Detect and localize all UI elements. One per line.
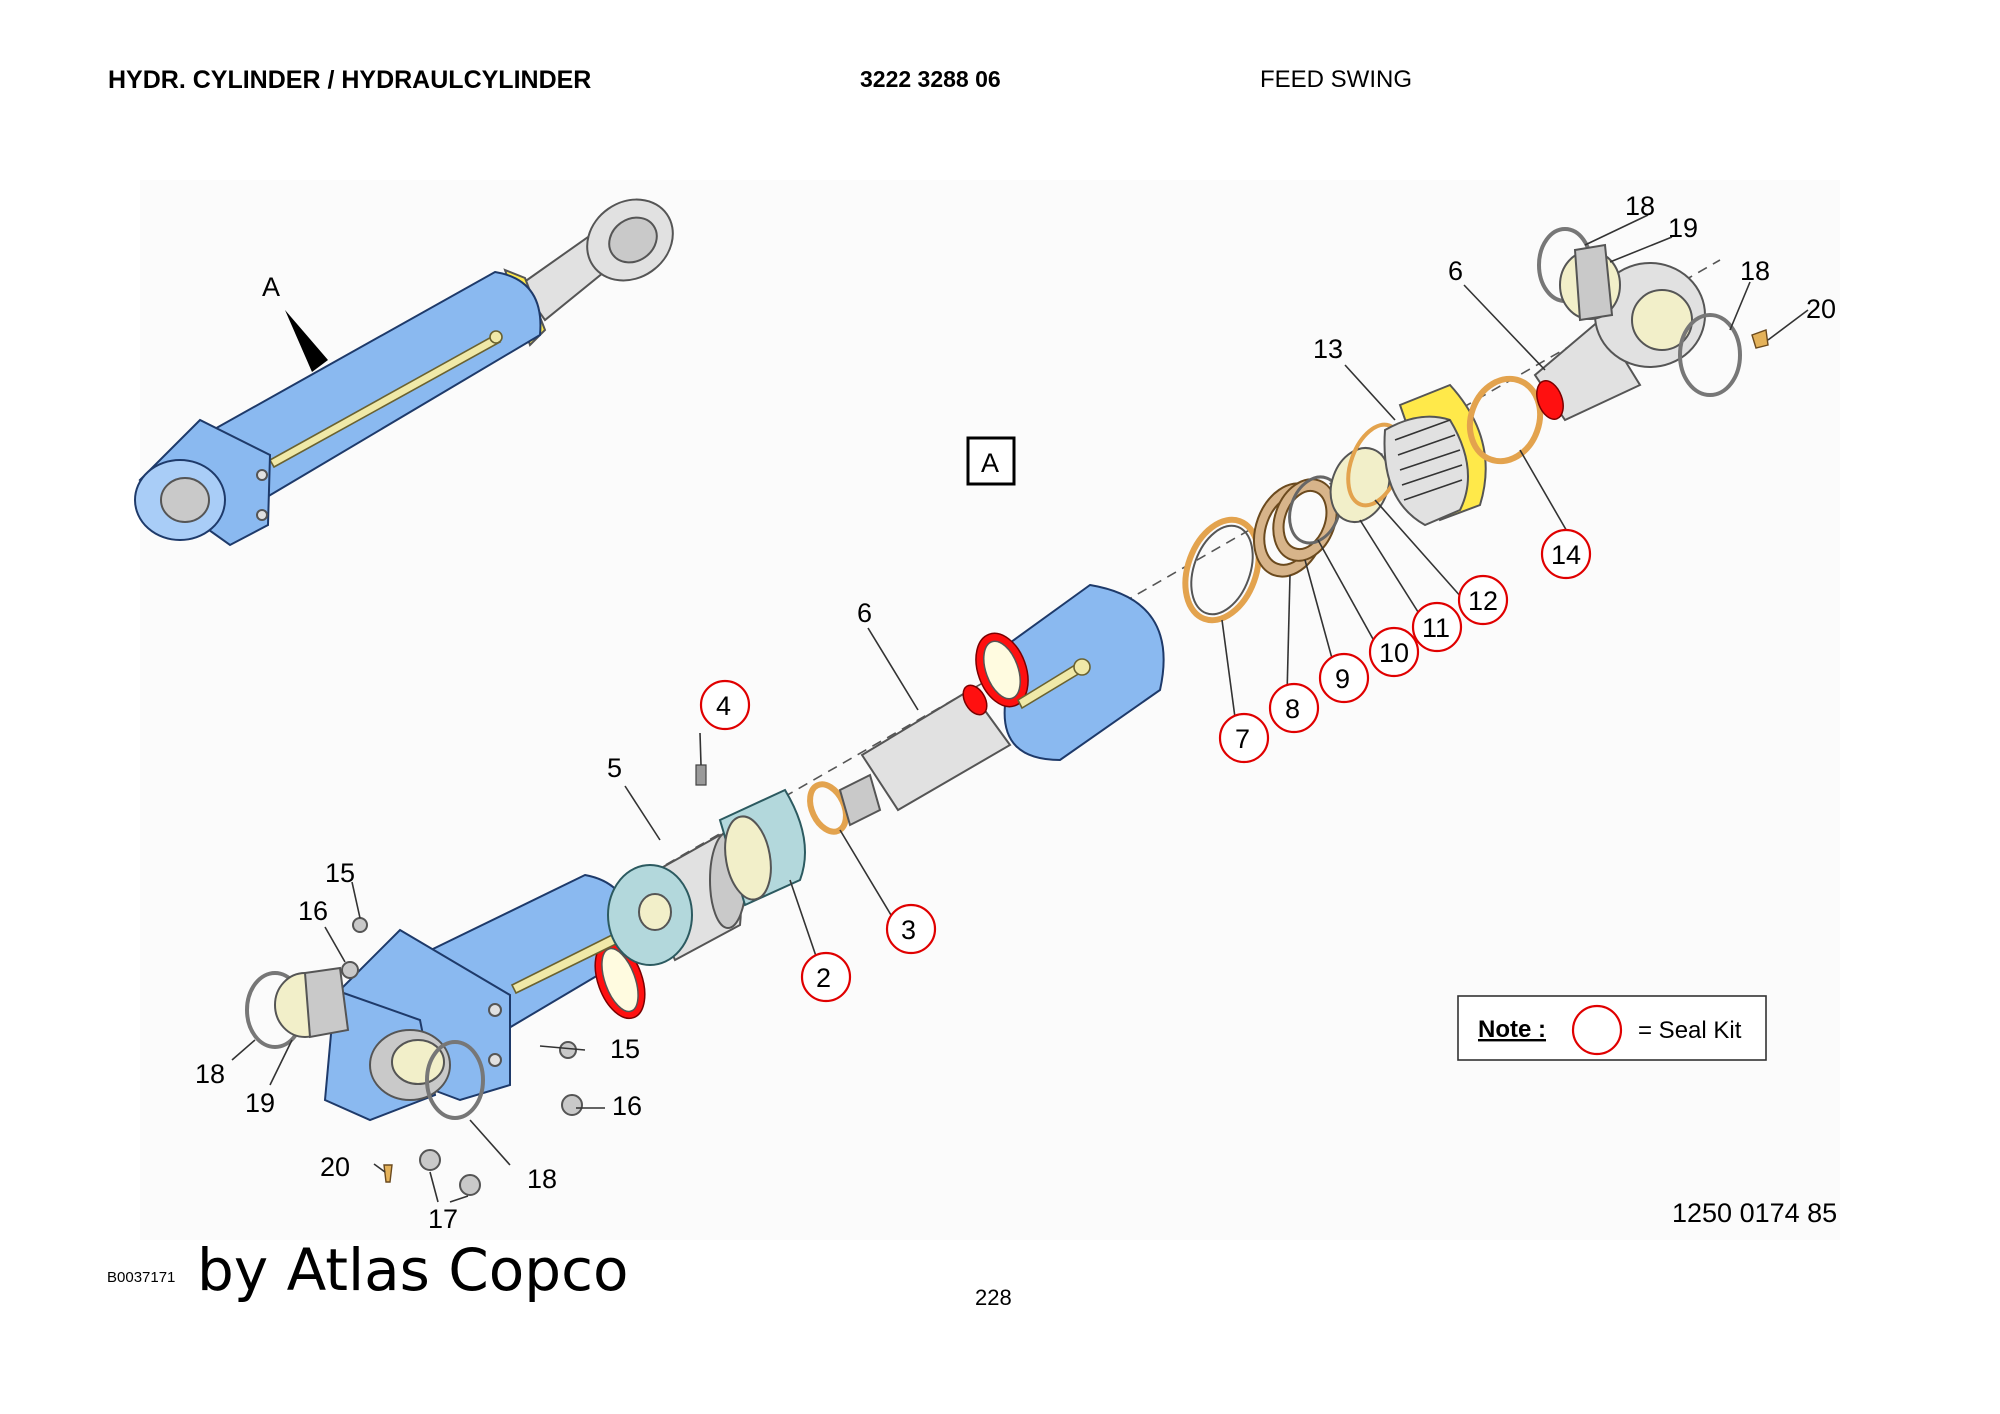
view-marker-box-label: A: [981, 448, 999, 478]
callout-6-eye: 6: [1448, 256, 1463, 286]
seal-kit-circle-11: [1411, 601, 1463, 653]
view-marker-box: [966, 436, 1016, 486]
callout-15-right: 15: [610, 1034, 640, 1064]
assembled-cylinder-illustration: [134, 198, 674, 547]
seal-kit-circle-9: [1318, 652, 1370, 704]
seal-kit-circle-7: [1218, 712, 1270, 764]
cylinder-head-body: [1383, 415, 1469, 527]
note-seal-kit-symbol: [1571, 1004, 1623, 1056]
nut-15-top: [352, 917, 368, 933]
callout-13: 13: [1313, 334, 1343, 364]
seal-kit-circle-10: [1368, 626, 1420, 678]
assembled-cylinder-barrel: [193, 270, 542, 512]
grease-nipple-left: [383, 1164, 393, 1183]
callout-14: 14: [1551, 540, 1581, 570]
cylinder-head-illustration: [1383, 383, 1487, 527]
callout-7: 7: [1235, 724, 1250, 754]
callout-20-right: 20: [1806, 294, 1836, 324]
callout-19-top: 19: [1668, 213, 1698, 243]
circlip-rod-eye-right: [1678, 313, 1742, 397]
callout-11: 11: [1422, 613, 1450, 643]
plug-17-a: [419, 1149, 441, 1171]
part-number: 3222 3288 06: [860, 66, 1001, 92]
callout-18-right: 18: [1740, 256, 1770, 286]
callout-15-top: 15: [325, 858, 355, 888]
nut-15-right: [559, 1041, 577, 1059]
seal-kit-circle-12: [1457, 574, 1509, 626]
callout-18-bottom: 18: [527, 1164, 557, 1194]
circlip-right: [425, 1040, 485, 1120]
washer-16-top: [341, 961, 359, 979]
callout-10: 10: [1379, 638, 1409, 668]
seal-7: [1182, 516, 1262, 624]
note-text: = Seal Kit: [1638, 1017, 1742, 1044]
washer-16-right: [561, 1094, 583, 1116]
callout-12: 12: [1468, 586, 1498, 616]
seal-kit-circle-4: [699, 679, 751, 731]
view-arrow: [285, 310, 328, 372]
callout-20-left: 20: [320, 1152, 350, 1182]
callout-6-rod: 6: [857, 598, 872, 628]
piston-rod-illustration: [838, 684, 1012, 827]
note-label: Note :: [1478, 1016, 1546, 1043]
callout-5: 5: [607, 753, 622, 783]
seal-kit-circle-14: [1540, 528, 1592, 580]
seal-14: [1466, 375, 1544, 465]
page-number: 228: [975, 1285, 1012, 1310]
assembly-description: FEED SWING: [1260, 66, 1413, 93]
rod-eye-illustration: [1533, 227, 1742, 422]
drawing-number: 1250 0174 85: [1672, 1198, 1837, 1228]
piston-illustration: [607, 788, 806, 966]
image-code: B0037171: [107, 1269, 175, 1286]
callout-2: 2: [816, 963, 831, 993]
callout-3: 3: [901, 915, 916, 945]
callout-18-top: 18: [1625, 191, 1655, 221]
callout-19-left: 19: [245, 1088, 275, 1118]
view-arrow-label: A: [262, 272, 280, 302]
callout-16-right: 16: [612, 1091, 642, 1121]
seal-kit-circle-3: [885, 903, 937, 955]
set-screw: [695, 764, 707, 786]
seal-kit-circle-2: [800, 951, 852, 1003]
seal-10: [1288, 475, 1342, 545]
callout-9: 9: [1335, 664, 1350, 694]
seal-kit-circle-8: [1268, 682, 1320, 734]
callout-17: 17: [428, 1204, 458, 1234]
callout-8: 8: [1285, 694, 1300, 724]
callout-4: 4: [716, 691, 731, 721]
leader-lines: [231, 214, 1809, 1203]
callout-16-top: 16: [298, 896, 328, 926]
plug-17-b: [459, 1174, 481, 1196]
brand-text: by Atlas Copco: [197, 1236, 628, 1304]
grease-nipple-right: [1751, 329, 1769, 349]
cylinder-barrel-illustration: [975, 583, 1165, 762]
callout-18-left: 18: [195, 1059, 225, 1089]
document-title: HYDR. CYLINDER / HYDRAULCYLINDER: [108, 66, 592, 94]
piston-rod-body: [860, 688, 1012, 812]
